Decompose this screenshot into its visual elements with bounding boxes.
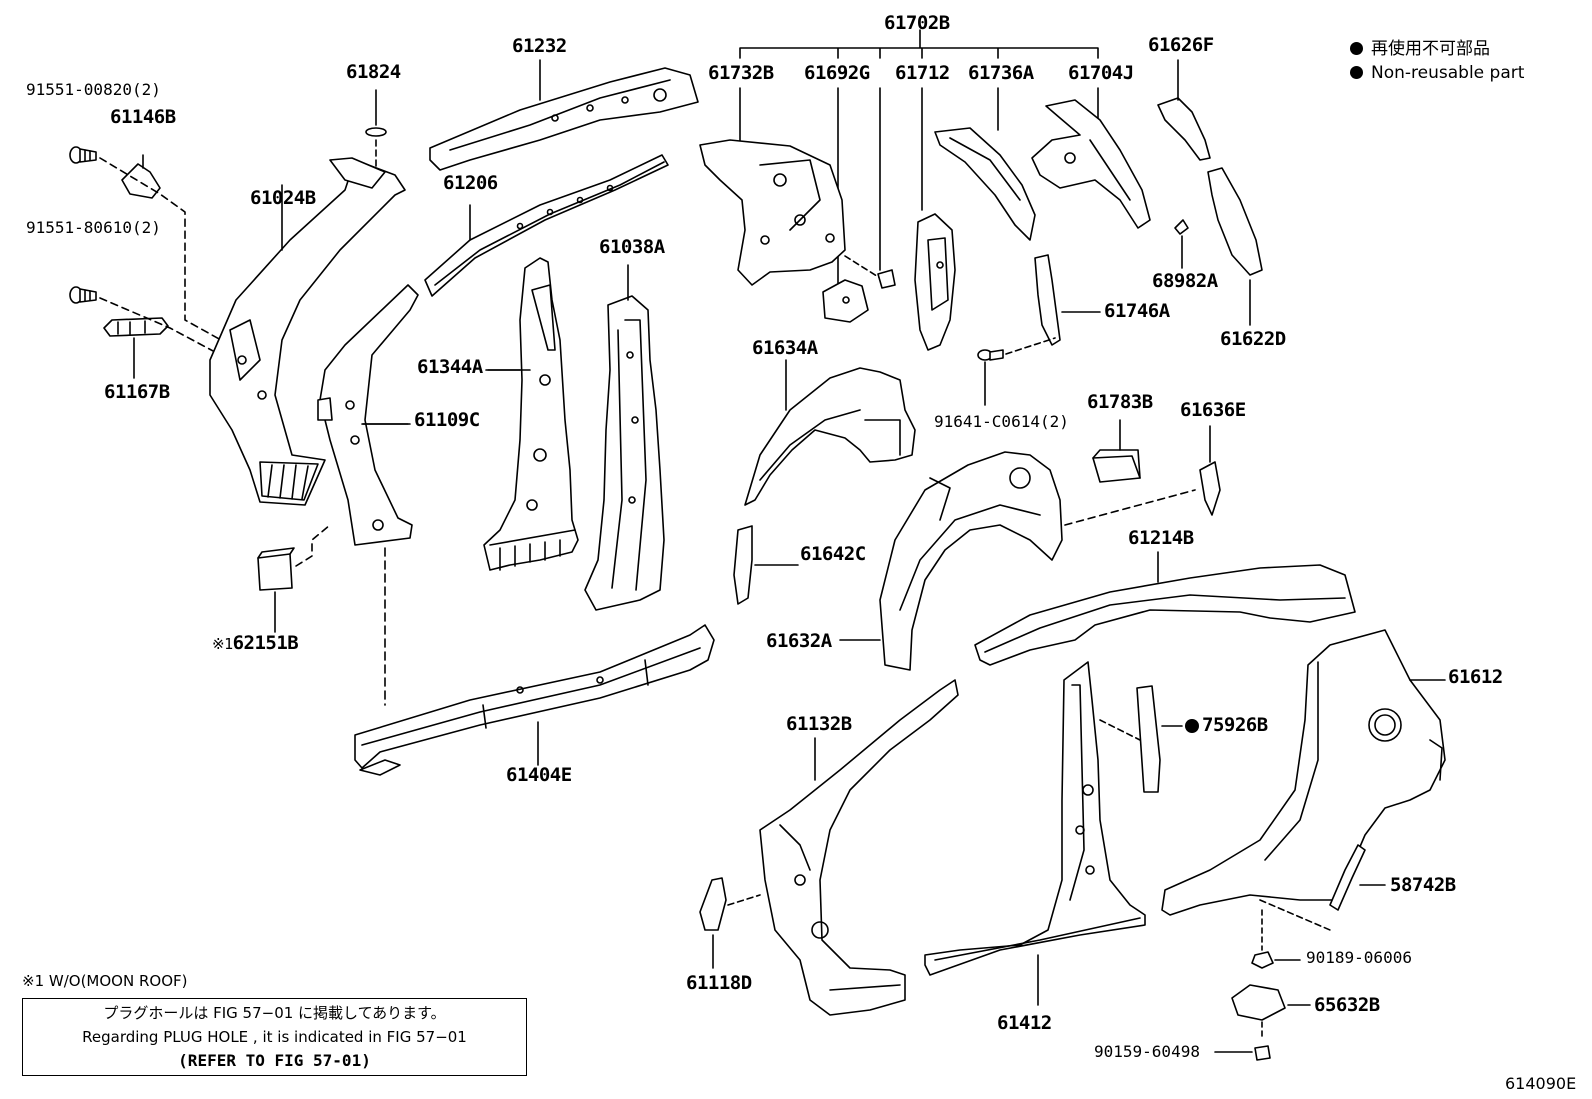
panel-61746a [1034,254,1061,346]
bracket-61167b [103,317,169,337]
clip-68982a [1174,219,1189,235]
part-label-61132b[interactable]: 61132B [786,713,852,735]
part-label-61824[interactable]: 61824 [346,61,401,83]
part-label-58742b[interactable]: 58742B [1390,874,1456,896]
bracket-61692g [822,279,869,323]
part-number: 62151B [232,632,299,654]
note-line-en: Regarding PLUG HOLE , it is indicated in… [82,1028,467,1046]
rail-61232 [429,67,699,171]
part-label-90189-06006[interactable]: 90189-06006 [1306,948,1412,967]
part-label-91551-80610[interactable]: 91551-80610(2) [26,218,161,237]
panel-61132b [759,679,959,1016]
bolt-91551-80610 [69,286,97,304]
part-label-61712[interactable]: 61712 [895,62,950,84]
part-label-61626f[interactable]: 61626F [1148,34,1214,56]
legend-ja: 再使用不可部品 [1350,41,1490,58]
panel-61704j [1031,99,1151,229]
panel-61412 [924,661,1146,976]
part-label-61634a[interactable]: 61634A [752,337,818,359]
part-label-61118d[interactable]: 61118D [686,972,752,994]
bracket-61146b [121,163,161,199]
part-label-61214b[interactable]: 61214B [1128,527,1194,549]
part-label-61344a[interactable]: 61344A [417,356,483,378]
panel-61024b [209,159,406,506]
part-label-61412[interactable]: 61412 [997,1012,1052,1034]
panel-61642c [733,525,753,605]
part-label-61704j[interactable]: 61704J [1068,62,1134,84]
pad-62151b [257,553,293,591]
wheelhouse-61632a [879,451,1063,671]
part-label-61692g[interactable]: 61692G [804,62,870,84]
molding-58742b [1329,844,1366,911]
bracket-65632b [1231,984,1286,1021]
part-label-61622d[interactable]: 61622D [1220,328,1286,350]
rocker-61404e [354,624,715,769]
part-label-61632a[interactable]: 61632A [766,630,832,652]
part-label-90159-60498[interactable]: 90159-60498 [1094,1042,1200,1061]
wheelhouse-61634a [744,367,916,506]
part-label-61038a[interactable]: 61038A [599,236,665,258]
panel-61622d [1207,167,1263,276]
legend-en-text: Non-reusable part [1371,63,1525,83]
part-label-61736a[interactable]: 61736A [968,62,1034,84]
panel-61712 [914,213,956,351]
part-label-61636e[interactable]: 61636E [1180,399,1246,421]
part-label-61642c[interactable]: 61642C [800,543,866,565]
part-label-91551-00820[interactable]: 91551-00820(2) [26,80,161,99]
part-label-61232[interactable]: 61232 [512,35,567,57]
part-label-61109c[interactable]: 61109C [414,409,480,431]
part-label-61167b[interactable]: 61167B [104,381,170,403]
part-label-75926b[interactable]: 75926B [1202,714,1268,736]
part-label-61206[interactable]: 61206 [443,172,498,194]
pillar-61344a [483,257,579,571]
note-line-ja: プラグホールは FIG 57−01 に掲載してあります。 [103,1004,446,1022]
panel-61736a [934,127,1036,241]
note-line-refer: (REFER TO FIG 57-01) [178,1051,371,1070]
part-label-61732b[interactable]: 61732B [708,62,774,84]
part-label-61702b[interactable]: 61702B [884,12,950,34]
footnote: ※1 W/O(MOON ROOF) [22,972,188,990]
part-label-61404e[interactable]: 61404E [506,764,572,786]
bolt-90159 [1254,1045,1271,1061]
part-label-61746a[interactable]: 61746A [1104,300,1170,322]
part-label-61612[interactable]: 61612 [1448,666,1503,688]
bullet-icon [1350,42,1363,55]
rail-61214b [974,564,1356,666]
pillar-61038a [584,295,665,611]
legend-en: Non-reusable part [1350,65,1524,82]
figure-id: 614090E [1505,1074,1577,1093]
nut-90189 [1251,951,1274,969]
plug-hole-note: プラグホールは FIG 57−01 に掲載してあります。 Regarding P… [22,998,527,1076]
panel-61109c [319,284,419,546]
part-label-62151b[interactable]: ※162151B [212,632,299,654]
part-label-61783b[interactable]: 61783B [1087,391,1153,413]
bullet-icon [1350,66,1363,79]
molding-75926b [1136,685,1161,793]
part-label-65632b[interactable]: 65632B [1314,994,1380,1016]
footnote-mark: ※1 [212,635,233,653]
part-label-91641-c0614[interactable]: 91641-C0614(2) [934,412,1069,431]
bolt-91551-00820 [69,146,97,164]
part-label-61146b[interactable]: 61146B [110,106,176,128]
part-label-61024b[interactable]: 61024B [250,187,316,209]
panel-61626f [1157,97,1211,161]
pad-61783b [1092,455,1141,483]
quarter-panel-61612 [1161,629,1446,916]
panel-61732b [699,139,846,286]
bolt-91641 [977,349,1004,361]
bracket-61118d [699,877,727,931]
legend-ja-text: 再使用不可部品 [1371,39,1490,59]
bracket-61636e [1199,461,1221,516]
part-label-68982a[interactable]: 68982A [1152,270,1218,292]
